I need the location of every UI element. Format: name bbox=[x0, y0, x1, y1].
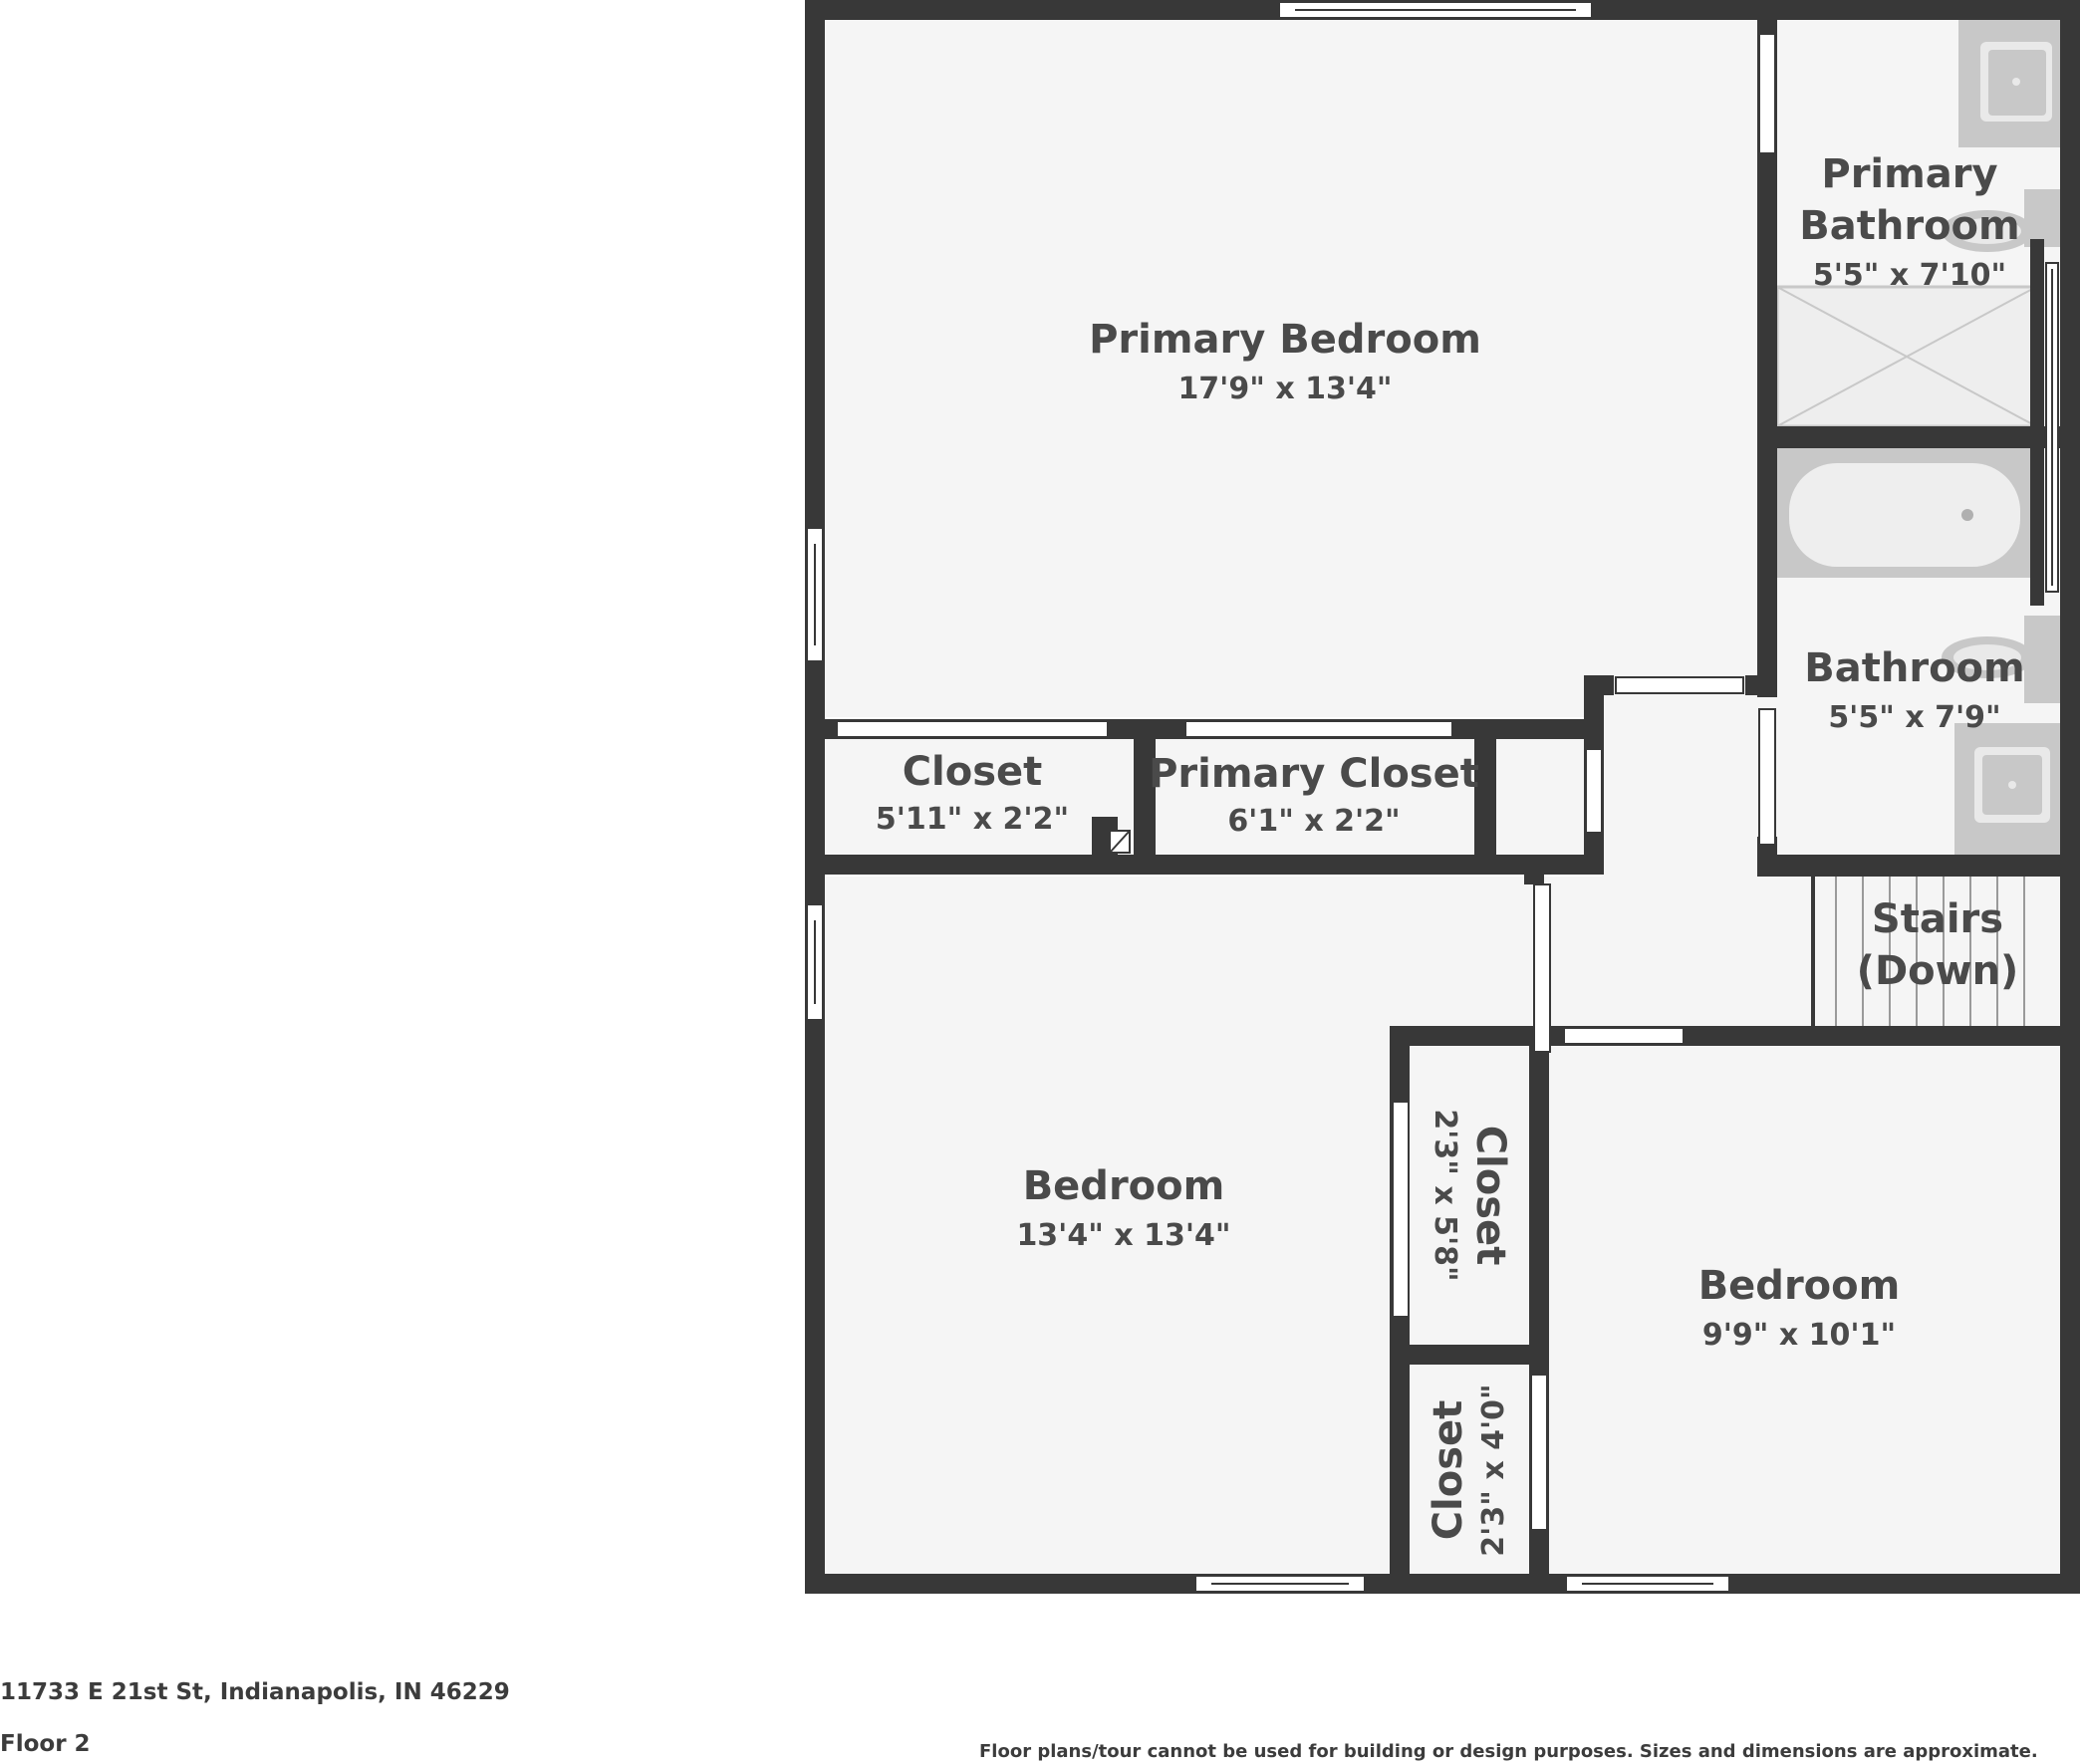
toilet-icon bbox=[1942, 616, 2060, 703]
room-dims-primary-bathroom: 5'5" x 7'10" bbox=[1813, 258, 2006, 293]
room-label-primary-closet: Primary Closet bbox=[1149, 751, 1479, 797]
stairs-steps bbox=[1835, 877, 2025, 1026]
room-dims-closet: 2'3" x 5'8" bbox=[1428, 1109, 1462, 1281]
shower-icon bbox=[1775, 285, 2038, 428]
room-label-bedroom: Bedroom bbox=[1698, 1263, 1901, 1309]
room-label-closet: Closet bbox=[1467, 1126, 1513, 1266]
floor-plan: Primary Bedroom 17'9" x 13'4" Primary Ba… bbox=[805, 0, 2080, 1594]
room-label-bathroom: Bathroom bbox=[1804, 645, 2024, 691]
sink-icon bbox=[1958, 20, 2062, 147]
bathtub-icon bbox=[1777, 448, 2036, 578]
disclaimer-text: Floor plans/tour cannot be used for buil… bbox=[979, 1741, 2038, 1762]
room-label-closet: Closet bbox=[903, 749, 1043, 795]
room-dims-primary-bedroom: 17'9" x 13'4" bbox=[1177, 372, 1392, 406]
sink-icon bbox=[1954, 723, 2062, 855]
shaft-icon bbox=[1109, 830, 1131, 854]
room-label-primary-bedroom: Primary Bedroom bbox=[1089, 317, 1481, 363]
room-dims-primary-closet: 6'1" x 2'2" bbox=[1227, 804, 1400, 839]
room-label-primary-bathroom: Primary bbox=[1821, 151, 1997, 197]
room-dims-closet: 5'11" x 2'2" bbox=[876, 802, 1069, 837]
room-label-primary-bathroom: Bathroom bbox=[1799, 203, 2019, 249]
bathroom-fixtures bbox=[1775, 20, 2062, 855]
toilet-icon bbox=[1942, 189, 2060, 252]
room-dims-bathroom: 5'5" x 7'9" bbox=[1828, 700, 2000, 735]
room-label-closet: Closet bbox=[1426, 1400, 1471, 1541]
room-label-stairs: Stairs bbox=[1872, 896, 2003, 942]
property-address: 11733 E 21st St, Indianapolis, IN 46229 bbox=[0, 1679, 510, 1705]
room-label-bedroom: Bedroom bbox=[1023, 1163, 1225, 1209]
room-label-stairs: (Down) bbox=[1857, 948, 2019, 994]
windows bbox=[806, 1, 2059, 1593]
room-dims-bedroom: 9'9" x 10'1" bbox=[1702, 1318, 1896, 1353]
floor-label: Floor 2 bbox=[0, 1731, 91, 1757]
room-dims-closet: 2'3" x 4'0" bbox=[1476, 1384, 1511, 1556]
room-dims-bedroom: 13'4" x 13'4" bbox=[1016, 1218, 1230, 1253]
door-openings bbox=[836, 33, 1776, 1531]
room-labels: Primary Bedroom 17'9" x 13'4" Primary Ba… bbox=[876, 151, 2025, 1557]
